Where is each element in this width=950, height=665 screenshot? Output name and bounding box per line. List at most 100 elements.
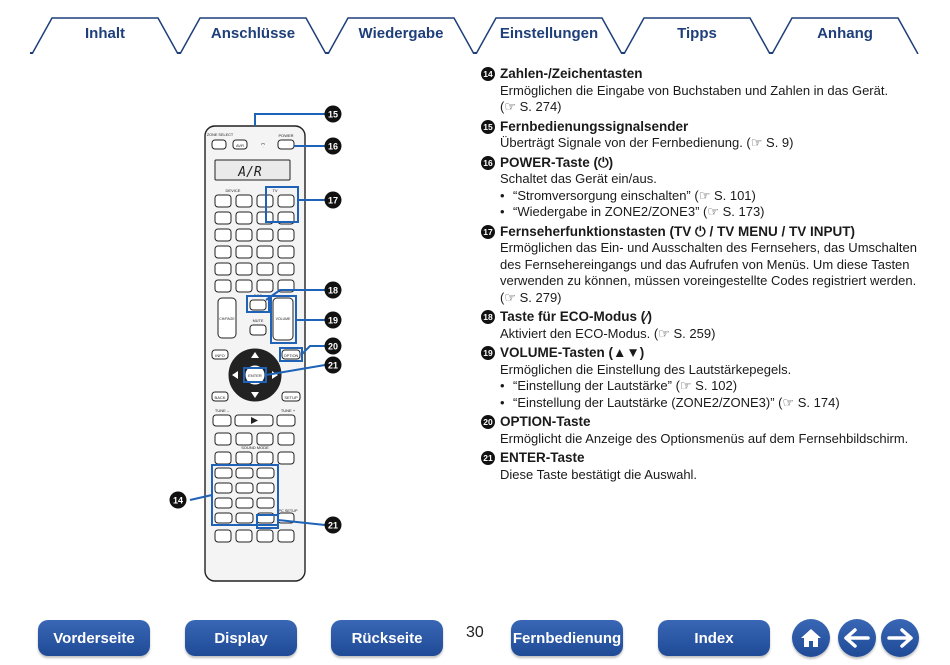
home-button[interactable]: [792, 619, 830, 657]
nav-button-display[interactable]: Display: [185, 620, 297, 656]
reference-link[interactable]: “Einstellung der Lautstärke” (☞ S. 102): [500, 378, 921, 395]
quick-select-button-0-2: [256, 279, 274, 293]
callout-badge-number: 21: [328, 521, 338, 531]
sound-mode-label: SOUND MODE: [241, 445, 269, 450]
source-button-3-3: [277, 245, 295, 259]
item-text: Diese Taste bestätigt die Auswahl.: [500, 466, 698, 482]
source-button-1-1: [235, 211, 253, 225]
number-key-0-0: [214, 467, 233, 479]
callout-leader-8: [277, 519, 326, 526]
callout-number-badge: 18: [481, 310, 495, 325]
sound-mode-button-0-0: [214, 451, 232, 465]
avr-label: AVR: [236, 143, 244, 148]
transport-button-0-1: [235, 432, 253, 446]
sound-mode-button-0-3: [277, 451, 295, 465]
nav-button-rueckseite[interactable]: Rückseite: [331, 620, 443, 656]
tab-shape: [179, 17, 327, 54]
number-key-2-2: [256, 497, 275, 509]
item-text: (☞ S. 274): [500, 99, 562, 114]
device-label: DEVICE: [226, 188, 241, 193]
nav-button-fernbedienung[interactable]: Fernbedienung: [511, 620, 623, 656]
callout-badge-number: 20: [328, 342, 338, 352]
eco-key-highlight: [246, 295, 270, 313]
color-key-button-0-0: [214, 529, 232, 543]
zone-select-label: ZONE SELECT: [207, 133, 234, 137]
back-arrow-icon: [844, 628, 870, 648]
source-button-3-1: [235, 245, 253, 259]
transport-button-0-2: [256, 432, 274, 446]
callout-number-badge: 19: [481, 346, 495, 361]
enter-key-highlight-lower: [256, 514, 279, 529]
tab-anschluesse[interactable]: Anschlüsse: [178, 16, 328, 54]
callout-leader-3: [265, 289, 325, 301]
tab-shape: [623, 17, 771, 54]
forward-button[interactable]: [881, 619, 919, 657]
reference-list: “Stromversorgung einschalten” (☞ S. 101)…: [481, 188, 921, 221]
item-title: VOLUME-Tasten (▲▼): [500, 345, 645, 360]
callout-badge-number: 16: [328, 142, 338, 152]
number-key-0-1: [235, 467, 254, 479]
tab-anhang[interactable]: Anhang: [770, 16, 920, 54]
tab-einstellungen[interactable]: Einstellungen: [474, 16, 624, 54]
back-button: [211, 391, 229, 402]
tab-label: Anschlüsse: [210, 25, 296, 42]
nav-button-vorderseite[interactable]: Vorderseite: [38, 620, 150, 656]
callout-number-badge: 14: [481, 67, 495, 82]
tab-shape: [771, 17, 919, 54]
tab-inhalt[interactable]: Inhalt: [30, 16, 180, 54]
tab-wiedergabe[interactable]: Wiedergabe: [326, 16, 476, 54]
item-text: Ermöglichen die Einstellung des Lautstär…: [500, 361, 792, 377]
tab-label: Tipps: [677, 25, 717, 42]
source-button-1-0: [214, 211, 232, 225]
info-label: INFO: [215, 353, 225, 358]
setup-button: [281, 391, 301, 402]
quick-select-button-0-1: [235, 279, 253, 293]
item-title: ENTER-Taste: [500, 450, 585, 465]
item-title: OPTION-Taste: [500, 414, 591, 429]
nav-button-index[interactable]: Index: [658, 620, 770, 656]
callout-badge-17: [324, 191, 342, 209]
callout-badge-number: 17: [328, 196, 338, 206]
reference-list: “Einstellung der Lautstärke” (☞ S. 102)“…: [481, 378, 921, 411]
color-key-button-0-2: [256, 529, 274, 543]
tv-label: TV: [272, 188, 277, 193]
reference-link[interactable]: “Stromversorgung einschalten” (☞ S. 101): [500, 188, 921, 205]
info-button: [211, 349, 229, 360]
reference-link[interactable]: “Einstellung der Lautstärke (ZONE2/ZONE3…: [500, 395, 921, 412]
source-button-2-0: [214, 228, 232, 242]
item-text: Überträgt Signale von der Fernbedienung.…: [500, 135, 794, 150]
tab-tipps[interactable]: Tipps: [622, 16, 772, 54]
callout-badge-18: [324, 281, 342, 299]
number-key-0-2: [256, 467, 275, 479]
source-button-2-1: [235, 228, 253, 242]
tune-minus-label: TUNE –: [215, 408, 230, 413]
source-button-4-1: [235, 262, 253, 276]
tv-keys-highlight: [265, 186, 299, 223]
signal-icon: ⌔: [260, 143, 267, 150]
number-key-3-1: [235, 512, 254, 524]
page-number: 30: [466, 624, 484, 641]
back-button[interactable]: [838, 619, 876, 657]
tab-label: Inhalt: [85, 25, 125, 42]
dpad-arrow-0: [251, 352, 259, 358]
sound-mode-button-0-2: [256, 451, 274, 465]
description-item-19: 19 VOLUME-Tasten (▲▼)Ermöglichen die Eins…: [481, 345, 921, 411]
item-text: (☞ S. 279): [500, 289, 562, 305]
item-title: Taste für ECO-Modus (⁄): [500, 309, 653, 324]
remote-lcd: [214, 159, 291, 181]
source-button-4-3: [277, 262, 295, 276]
sound-mode-button-0-1: [235, 451, 253, 465]
reference-link[interactable]: “Wiedergabe in ZONE2/ZONE3” (☞ S. 173): [500, 204, 921, 221]
callout-leader-6: [265, 364, 326, 376]
source-button-0-1: [235, 194, 253, 208]
